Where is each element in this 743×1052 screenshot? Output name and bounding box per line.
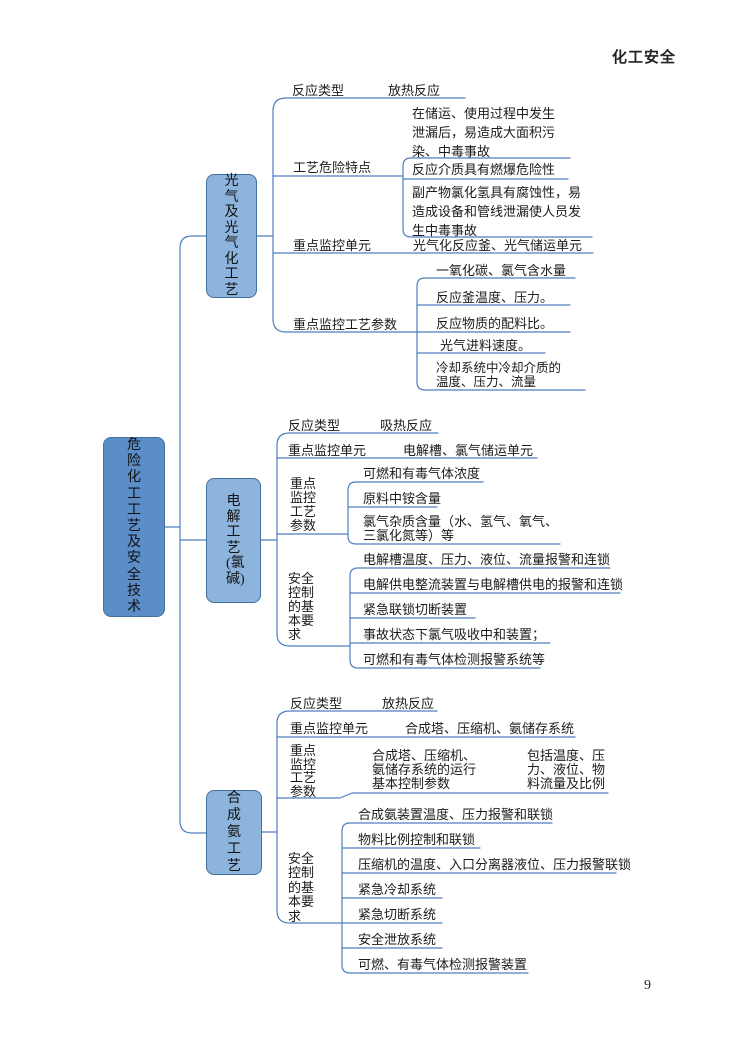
hazard-item: 反应介质具有燃爆危险性 xyxy=(412,162,556,177)
monitor-unit-label: 重点监控单元 xyxy=(293,238,372,253)
branch-node-label: 合成氨工艺 xyxy=(227,791,241,874)
branch-node-label: 光气及光气化工艺 xyxy=(224,174,239,298)
param-label: 重点监控工艺参数 xyxy=(290,743,317,799)
monitor-unit-label: 重点监控单元 xyxy=(288,443,367,458)
monitor-unit-value: 光气化反应釜、光气储运单元 xyxy=(413,238,583,253)
reaction-type-value: 放热反应 xyxy=(388,83,441,98)
branch-node-ammonia: 合成氨工艺 xyxy=(206,790,262,875)
root-node: 危险化工工艺及安全技术 xyxy=(103,437,165,617)
param-item: 一氧化碳、氯气含水量 xyxy=(436,263,567,278)
branch-node-label: 电解工艺(氯碱) xyxy=(226,494,245,587)
param-item: 合成塔、压缩机、 氨储存系统的运行 基本控制参数 xyxy=(372,748,477,791)
param-item: 光气进料速度。 xyxy=(440,338,532,353)
safety-label: 安全控制的基本要求 xyxy=(288,851,315,924)
hazard-item: 在储运、使用过程中发生 泄漏后，易造成大面积污 染、中毒事故 xyxy=(412,106,556,159)
reaction-type-label: 反应类型 xyxy=(290,696,343,711)
param-label: 重点监控工艺参数 xyxy=(293,317,398,332)
hazard-item: 副产物氯化氢具有腐蚀性，易 造成设备和管线泄漏使人员发 生中毒事故 xyxy=(412,185,582,238)
page-header: 化工安全 xyxy=(612,49,677,66)
branch-node-chlor-alkali: 电解工艺(氯碱) xyxy=(206,478,261,603)
safety-item: 安全泄放系统 xyxy=(358,932,437,947)
param-item: 氯气杂质含量（水、氢气、氧气、 三氯化氮等）等 xyxy=(363,514,559,543)
branch-node-phosgene: 光气及光气化工艺 xyxy=(206,174,257,298)
hazard-label: 工艺危险特点 xyxy=(293,160,372,175)
reaction-type-label: 反应类型 xyxy=(292,83,345,98)
monitor-unit-label: 重点监控单元 xyxy=(290,721,369,736)
page-number: 9 xyxy=(644,978,651,993)
safety-item: 压缩机的温度、入口分离器液位、压力报警联锁 xyxy=(358,857,632,872)
safety-item: 物料比例控制和联锁 xyxy=(358,832,476,847)
safety-item: 电解供电整流装置与电解槽供电的报警和连锁 xyxy=(363,577,624,592)
safety-item: 可燃和有毒气体检测报警系统等 xyxy=(363,652,546,667)
safety-item: 电解槽温度、压力、液位、流量报警和连锁 xyxy=(363,552,611,567)
reaction-type-value: 放热反应 xyxy=(382,696,435,711)
param-detail: 包括温度、压 力、液位、物 料流量及比例 xyxy=(527,748,606,791)
reaction-type-label: 反应类型 xyxy=(288,418,341,433)
monitor-unit-value: 合成塔、压缩机、氨储存系统 xyxy=(405,721,575,736)
safety-label: 安全控制的基本要求 xyxy=(288,571,315,642)
safety-item: 紧急切断系统 xyxy=(358,907,437,922)
monitor-unit-value: 电解槽、氯气储运单元 xyxy=(403,443,534,458)
safety-item: 紧急联锁切断装置 xyxy=(363,602,468,617)
reaction-type-value: 吸热反应 xyxy=(380,418,433,433)
param-item: 可燃和有毒气体浓度 xyxy=(363,466,481,481)
param-item: 冷却系统中冷却介质的 温度、压力、流量 xyxy=(436,361,562,389)
safety-item: 可燃、有毒气体检测报警装置 xyxy=(358,957,528,972)
safety-item: 紧急冷却系统 xyxy=(358,882,437,897)
safety-item: 事故状态下氯气吸收中和装置； xyxy=(363,627,546,642)
param-item: 反应物质的配料比。 xyxy=(436,316,554,331)
safety-item: 合成氨装置温度、压力报警和联锁 xyxy=(358,807,554,822)
root-node-label: 危险化工工艺及安全技术 xyxy=(127,437,141,615)
param-label: 重点监控工艺参数 xyxy=(290,476,317,533)
param-item: 原料中铵含量 xyxy=(363,491,442,506)
param-item: 反应釜温度、压力。 xyxy=(436,290,554,305)
